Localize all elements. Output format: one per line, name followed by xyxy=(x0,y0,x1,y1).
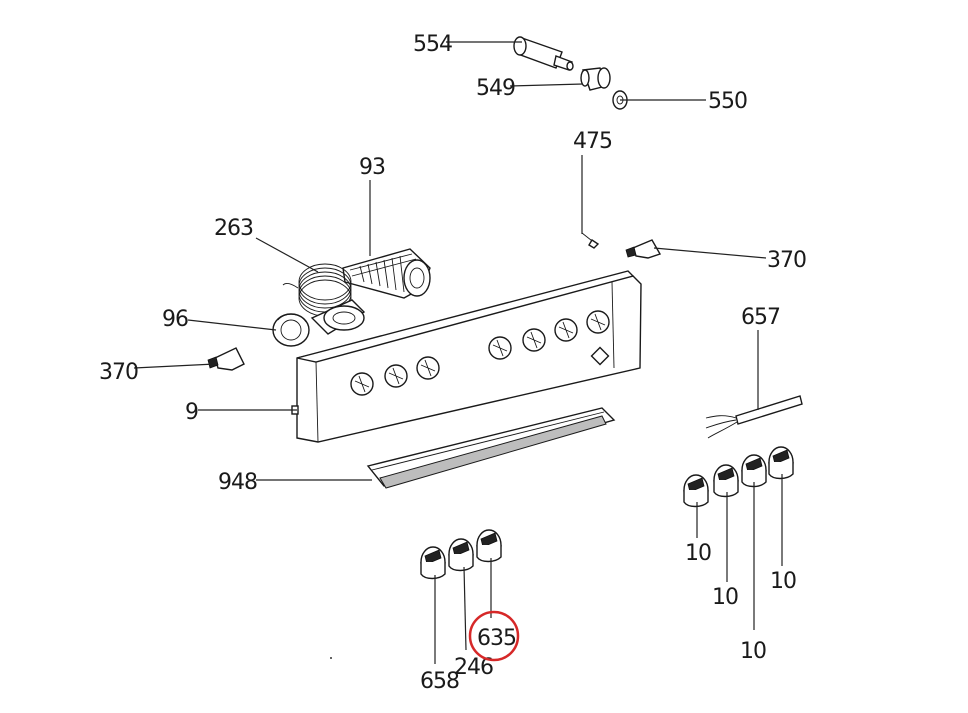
part-370-clip-left xyxy=(207,347,245,371)
label-93: 93 xyxy=(359,155,385,180)
part-554-pin xyxy=(513,36,574,71)
label-475: 475 xyxy=(573,129,612,154)
label-550: 550 xyxy=(708,89,747,114)
label-10-b: 10 xyxy=(712,585,738,610)
part-549-bushing xyxy=(580,67,611,91)
label-9: 9 xyxy=(185,400,198,425)
label-657: 657 xyxy=(741,305,780,330)
label-635: 635 xyxy=(477,626,516,651)
panel-knob-holes xyxy=(350,310,610,396)
label-96: 96 xyxy=(162,307,188,332)
knobs-lower-cluster xyxy=(420,529,502,580)
part-948-trim-strip xyxy=(366,407,616,489)
label-658: 658 xyxy=(420,669,459,694)
label-370-upper: 370 xyxy=(767,248,806,273)
label-10-d: 10 xyxy=(770,569,796,594)
part-93-terminal-block xyxy=(342,248,431,299)
leader-lines xyxy=(133,41,783,664)
part-263-coil xyxy=(282,263,366,335)
label-549: 549 xyxy=(476,76,515,101)
part-9-control-panel xyxy=(291,270,642,443)
highlight-circle-635 xyxy=(468,610,520,662)
label-10-c: 10 xyxy=(740,639,766,664)
part-96-ring xyxy=(272,313,310,347)
label-370-left: 370 xyxy=(99,360,138,385)
knobs-right-cluster xyxy=(683,446,794,508)
part-657-wire xyxy=(705,395,803,439)
part-475-screw xyxy=(581,232,600,249)
label-554: 554 xyxy=(413,32,452,57)
callout-labels: 554 549 550 475 93 263 370 96 370 657 9 … xyxy=(99,32,807,694)
label-10-a: 10 xyxy=(685,541,711,566)
label-948: 948 xyxy=(218,470,257,495)
label-263: 263 xyxy=(214,216,253,241)
part-370-clip-upper xyxy=(625,239,662,259)
speck xyxy=(330,657,332,659)
